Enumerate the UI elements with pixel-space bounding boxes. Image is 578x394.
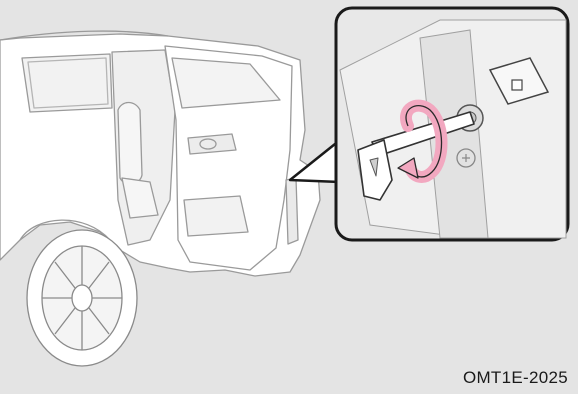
figure-code: OMT1E-2025 [463, 368, 568, 388]
wheel [27, 230, 137, 366]
rear-door-open [165, 46, 298, 270]
